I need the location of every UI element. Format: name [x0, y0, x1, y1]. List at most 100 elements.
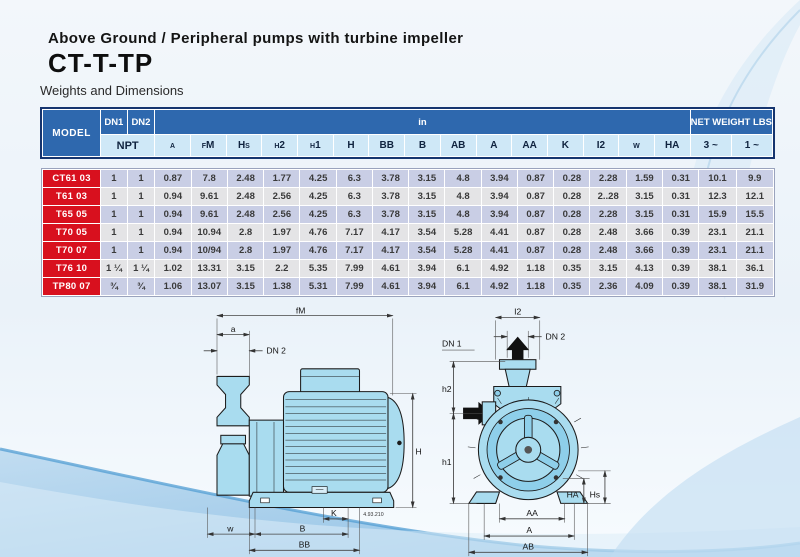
value-cell: 3.15	[409, 188, 445, 205]
dim-label-i2: I2	[514, 307, 521, 317]
value-cell: 3.94	[481, 170, 517, 187]
value-cell: 6.3	[336, 170, 372, 187]
value-cell: 1.59	[626, 170, 663, 187]
value-cell: 9.61	[191, 188, 227, 205]
value-cell: 38.1	[699, 260, 736, 277]
value-cell: 0.87	[517, 188, 554, 205]
value-cell: 3.66	[626, 224, 663, 241]
value-cell: 23.1	[699, 242, 736, 259]
value-cell: 0.94	[155, 206, 191, 223]
value-cell: 1.06	[155, 278, 191, 295]
value-cell: 0.31	[663, 206, 699, 223]
dim-label-k: K	[331, 508, 337, 518]
value-cell: 2.8	[227, 224, 264, 241]
dim-label-dn2: DN 2	[266, 346, 286, 356]
in-header: in	[155, 110, 690, 134]
model-cell: T61 03	[43, 188, 101, 205]
section-title: Weights and Dimensions	[40, 83, 184, 98]
value-cell: 1.18	[517, 278, 554, 295]
dim-label-b: B	[300, 523, 306, 533]
dim-label-a: a	[231, 324, 236, 334]
value-cell: 10.94	[191, 224, 227, 241]
dim-col-header: BB	[369, 135, 405, 156]
value-cell: 2.8	[227, 242, 264, 259]
value-cell: 2.48	[227, 206, 264, 223]
dim-label-h1: h1	[442, 457, 452, 467]
value-cell: 4.17	[372, 224, 409, 241]
value-cell: 1	[101, 170, 127, 187]
dim-label-a-front: A	[526, 525, 532, 535]
value-cell: 4.76	[300, 224, 336, 241]
value-cell: 7.8	[191, 170, 227, 187]
table-header: MODEL DN1 DN2 in NET WEIGHT LBS NPT a fM…	[42, 109, 773, 157]
value-cell: 9.61	[191, 206, 227, 223]
value-cell: 0.94	[155, 188, 191, 205]
value-cell: 4.76	[300, 242, 336, 259]
value-cell: 21.1	[736, 242, 773, 259]
value-cell: 4.61	[372, 260, 409, 277]
dim-col-header: fM	[190, 135, 226, 156]
value-cell: 3.78	[372, 206, 409, 223]
dim-label-h2: h2	[442, 384, 452, 394]
value-cell: 0.35	[554, 260, 590, 277]
value-cell: 12.1	[736, 188, 773, 205]
value-cell: 3.54	[409, 242, 445, 259]
value-cell: 0.94	[155, 224, 191, 241]
value-cell: 0.39	[663, 260, 699, 277]
value-cell: 3.54	[409, 224, 445, 241]
value-cell: 5.28	[445, 242, 481, 259]
value-cell: 4.25	[300, 170, 336, 187]
background-wave	[0, 417, 800, 557]
model-cell: TP80 07	[43, 278, 101, 295]
value-cell: 2.56	[264, 206, 300, 223]
dim-label-ab: AB	[522, 541, 534, 551]
dimensions-table: MODEL DN1 DN2 in NET WEIGHT LBS NPT a fM…	[40, 107, 775, 302]
value-cell: 13.31	[191, 260, 227, 277]
value-cell: 4.92	[481, 260, 517, 277]
value-cell: 2.2	[264, 260, 300, 277]
value-cell: 0.28	[554, 170, 590, 187]
value-cell: 15.5	[736, 206, 773, 223]
value-cell: 3.94	[481, 188, 517, 205]
value-cell: 1.97	[264, 224, 300, 241]
model-cell: T70 05	[43, 224, 101, 241]
page-title: CT-T-TP	[48, 48, 154, 78]
dim-col-header: h1	[298, 135, 333, 156]
weight-col-header: 1 ~	[731, 135, 772, 156]
value-cell: 2.48	[590, 242, 626, 259]
value-cell: ¾	[101, 278, 127, 295]
dim-label-dn2-front: DN 2	[546, 332, 566, 342]
value-cell: 0.28	[554, 224, 590, 241]
value-cell: 3.94	[409, 278, 445, 295]
value-cell: 4.8	[445, 206, 481, 223]
value-cell: 38.1	[699, 278, 736, 295]
value-cell: 10.1	[699, 170, 736, 187]
dim-label-w: w	[226, 523, 234, 533]
value-cell: 0.31	[663, 188, 699, 205]
dim-label-fm: fM	[296, 306, 306, 316]
value-cell: 6.3	[336, 206, 372, 223]
value-cell: 4.8	[445, 188, 481, 205]
value-cell: 5.31	[300, 278, 336, 295]
value-cell: 3.15	[409, 170, 445, 187]
value-cell: 4.8	[445, 170, 481, 187]
value-cell: 1 ¼	[101, 260, 127, 277]
value-cell: 2.48	[590, 224, 626, 241]
dim-col-header: H	[333, 135, 369, 156]
value-cell: 0.39	[663, 278, 699, 295]
dn1-header: DN1	[101, 110, 127, 134]
value-cell: 3.78	[372, 188, 409, 205]
value-cell: 0.39	[663, 242, 699, 259]
value-cell: 1	[127, 206, 155, 223]
dim-col-header: a	[155, 135, 190, 156]
dim-col-header: I2	[583, 135, 619, 156]
value-cell: 3.94	[481, 206, 517, 223]
front-cover-spokes	[497, 414, 560, 470]
value-cell: 4.17	[372, 242, 409, 259]
